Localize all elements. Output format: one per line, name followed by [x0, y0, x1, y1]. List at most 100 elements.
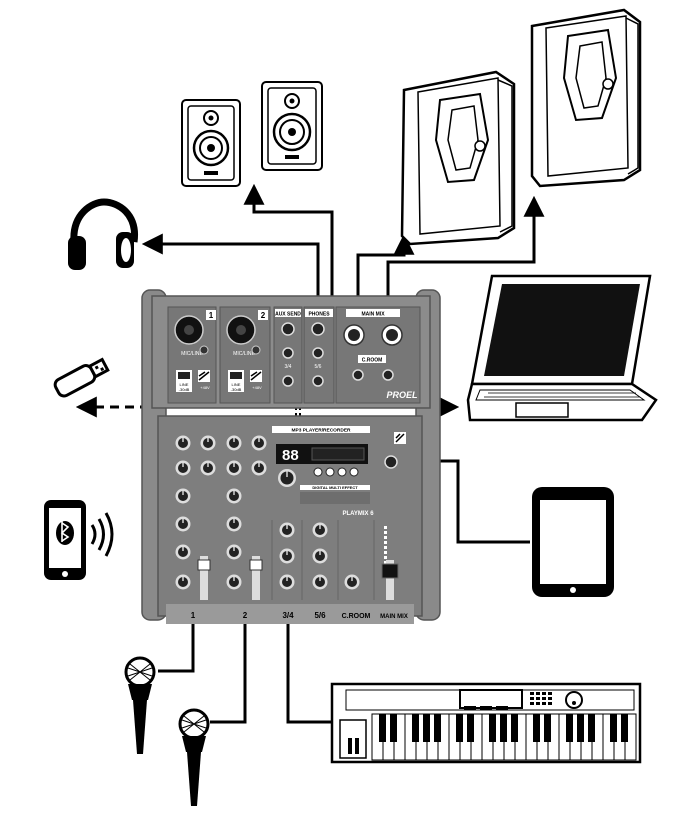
aux-send-label: AUX SEND — [275, 312, 301, 318]
meter-led — [384, 541, 387, 544]
model-label: PLAYMIX 6 — [342, 511, 374, 517]
bottom-label-ch56: 5/6 — [314, 611, 326, 620]
mixer-knob — [344, 574, 360, 590]
keyboard-icon — [330, 682, 642, 764]
ch1-number: 1 — [209, 311, 214, 320]
mixer-knob — [251, 460, 267, 476]
bottom-label-main: MAIN MIX — [380, 614, 408, 620]
ch2-line-label: LINE — [232, 382, 241, 387]
tablet-icon — [532, 487, 614, 597]
bottom-label-croom: C.ROOM — [342, 613, 371, 620]
cable-mic-1 — [158, 613, 195, 673]
effects-label: DIGITAL MULTI EFFECT — [312, 485, 358, 490]
microphone-2 — [178, 708, 210, 806]
usb-stick-icon — [53, 357, 110, 398]
cable-mic-2 — [210, 613, 247, 724]
smartphone-bluetooth-icon — [44, 500, 114, 580]
mixer-knob — [312, 548, 328, 564]
keyboard-black-key — [500, 714, 507, 742]
mixer-knob — [226, 435, 242, 451]
keyboard-black-key — [588, 714, 595, 742]
headphones-icon — [68, 198, 138, 270]
rear-panel: 1 2 MIC/LINE MIC/LINE LINE -30dB +48V LI… — [167, 306, 421, 404]
microphone-icon — [124, 656, 210, 806]
mixer-knob — [279, 522, 295, 538]
mixer-knob — [251, 435, 267, 451]
main-mix-label: MAIN MIX — [361, 312, 385, 318]
keyboard-black-key — [489, 714, 496, 742]
keyboard-black-key — [467, 714, 474, 742]
mixer-knob — [200, 460, 216, 476]
pa-speaker-icon — [400, 8, 642, 246]
keyboard-black-key — [456, 714, 463, 742]
stereo-in-b-label: 5/6 — [315, 364, 322, 370]
cable-pa-right — [386, 195, 545, 325]
mixer-knob — [279, 548, 295, 564]
studio-monitor-icon — [181, 81, 323, 187]
mixer-knob — [279, 574, 295, 590]
keyboard-black-key — [544, 714, 551, 742]
keyboard-black-key — [511, 714, 518, 742]
meter-led — [384, 556, 387, 559]
mixer-knob — [175, 460, 191, 476]
ch2-pad-label: -30dB — [231, 387, 242, 392]
mixer-knob — [312, 522, 328, 538]
ch2-phantom-label: +48V — [252, 385, 262, 390]
front-panel: MP3 PLAYER/RECORDER 88 DIGITAL MULTI EFF… — [175, 426, 408, 620]
ch1-phantom-label: +48V — [200, 385, 210, 390]
bluetooth-waves — [90, 512, 114, 557]
keyboard-black-key — [423, 714, 430, 742]
cable-pa-left — [356, 233, 415, 325]
player-label: MP3 PLAYER/RECORDER — [292, 428, 352, 434]
mixer: 1 2 MIC/LINE MIC/LINE LINE -30dB +48V LI… — [141, 289, 441, 624]
mixer-knob — [200, 435, 216, 451]
mixer-knob — [175, 488, 191, 504]
bottom-label-ch2: 2 — [243, 611, 248, 620]
studio-monitor-right — [261, 81, 323, 171]
keyboard-black-key — [533, 714, 540, 742]
mixer-knob — [175, 435, 191, 451]
mixer-knob — [226, 516, 242, 532]
mixer-knob — [312, 574, 328, 590]
mixer-knob — [175, 516, 191, 532]
meter-led — [384, 531, 387, 534]
keyboard-black-key — [434, 714, 441, 742]
phones-label: PHONES — [308, 312, 330, 318]
display-digits: 88 — [282, 447, 299, 464]
cable-studio-monitors — [243, 183, 334, 325]
mixer-knob — [226, 488, 242, 504]
keyboard-black-key — [610, 714, 617, 742]
bottom-label-ch1: 1 — [191, 611, 196, 620]
meter-led — [384, 561, 387, 564]
mixer-knob — [226, 460, 242, 476]
meter-led — [384, 551, 387, 554]
mixer-knob — [226, 574, 242, 590]
ch2-number: 2 — [261, 311, 266, 320]
keyboard-black-key — [621, 714, 628, 742]
mixer-knob — [175, 574, 191, 590]
ch1-pad-label: -30dB — [179, 387, 190, 392]
meter-led — [384, 546, 387, 549]
ch2-mic-label: MIC/LINE — [233, 351, 255, 357]
ch1-mic-label: MIC/LINE — [181, 351, 203, 357]
meter-led — [384, 526, 387, 529]
microphone-1 — [124, 656, 156, 754]
cable-keyboard — [286, 613, 346, 724]
studio-monitor-left — [181, 99, 241, 187]
keyboard-black-key — [379, 714, 386, 742]
pa-speaker-left — [400, 70, 516, 246]
keyboard-black-key — [577, 714, 584, 742]
pa-speaker-right — [530, 8, 642, 188]
brand-logo: PROEL — [386, 390, 417, 400]
croom-label: C.ROOM — [362, 358, 383, 364]
keyboard-black-key — [412, 714, 419, 742]
laptop-icon — [466, 274, 658, 422]
mixer-knob — [175, 544, 191, 560]
mixer-knob — [226, 544, 242, 560]
channel-knobs — [175, 435, 375, 600]
mixer-knob — [278, 469, 296, 487]
meter-led — [384, 536, 387, 539]
stereo-in-a-label: 3/4 — [285, 364, 292, 370]
